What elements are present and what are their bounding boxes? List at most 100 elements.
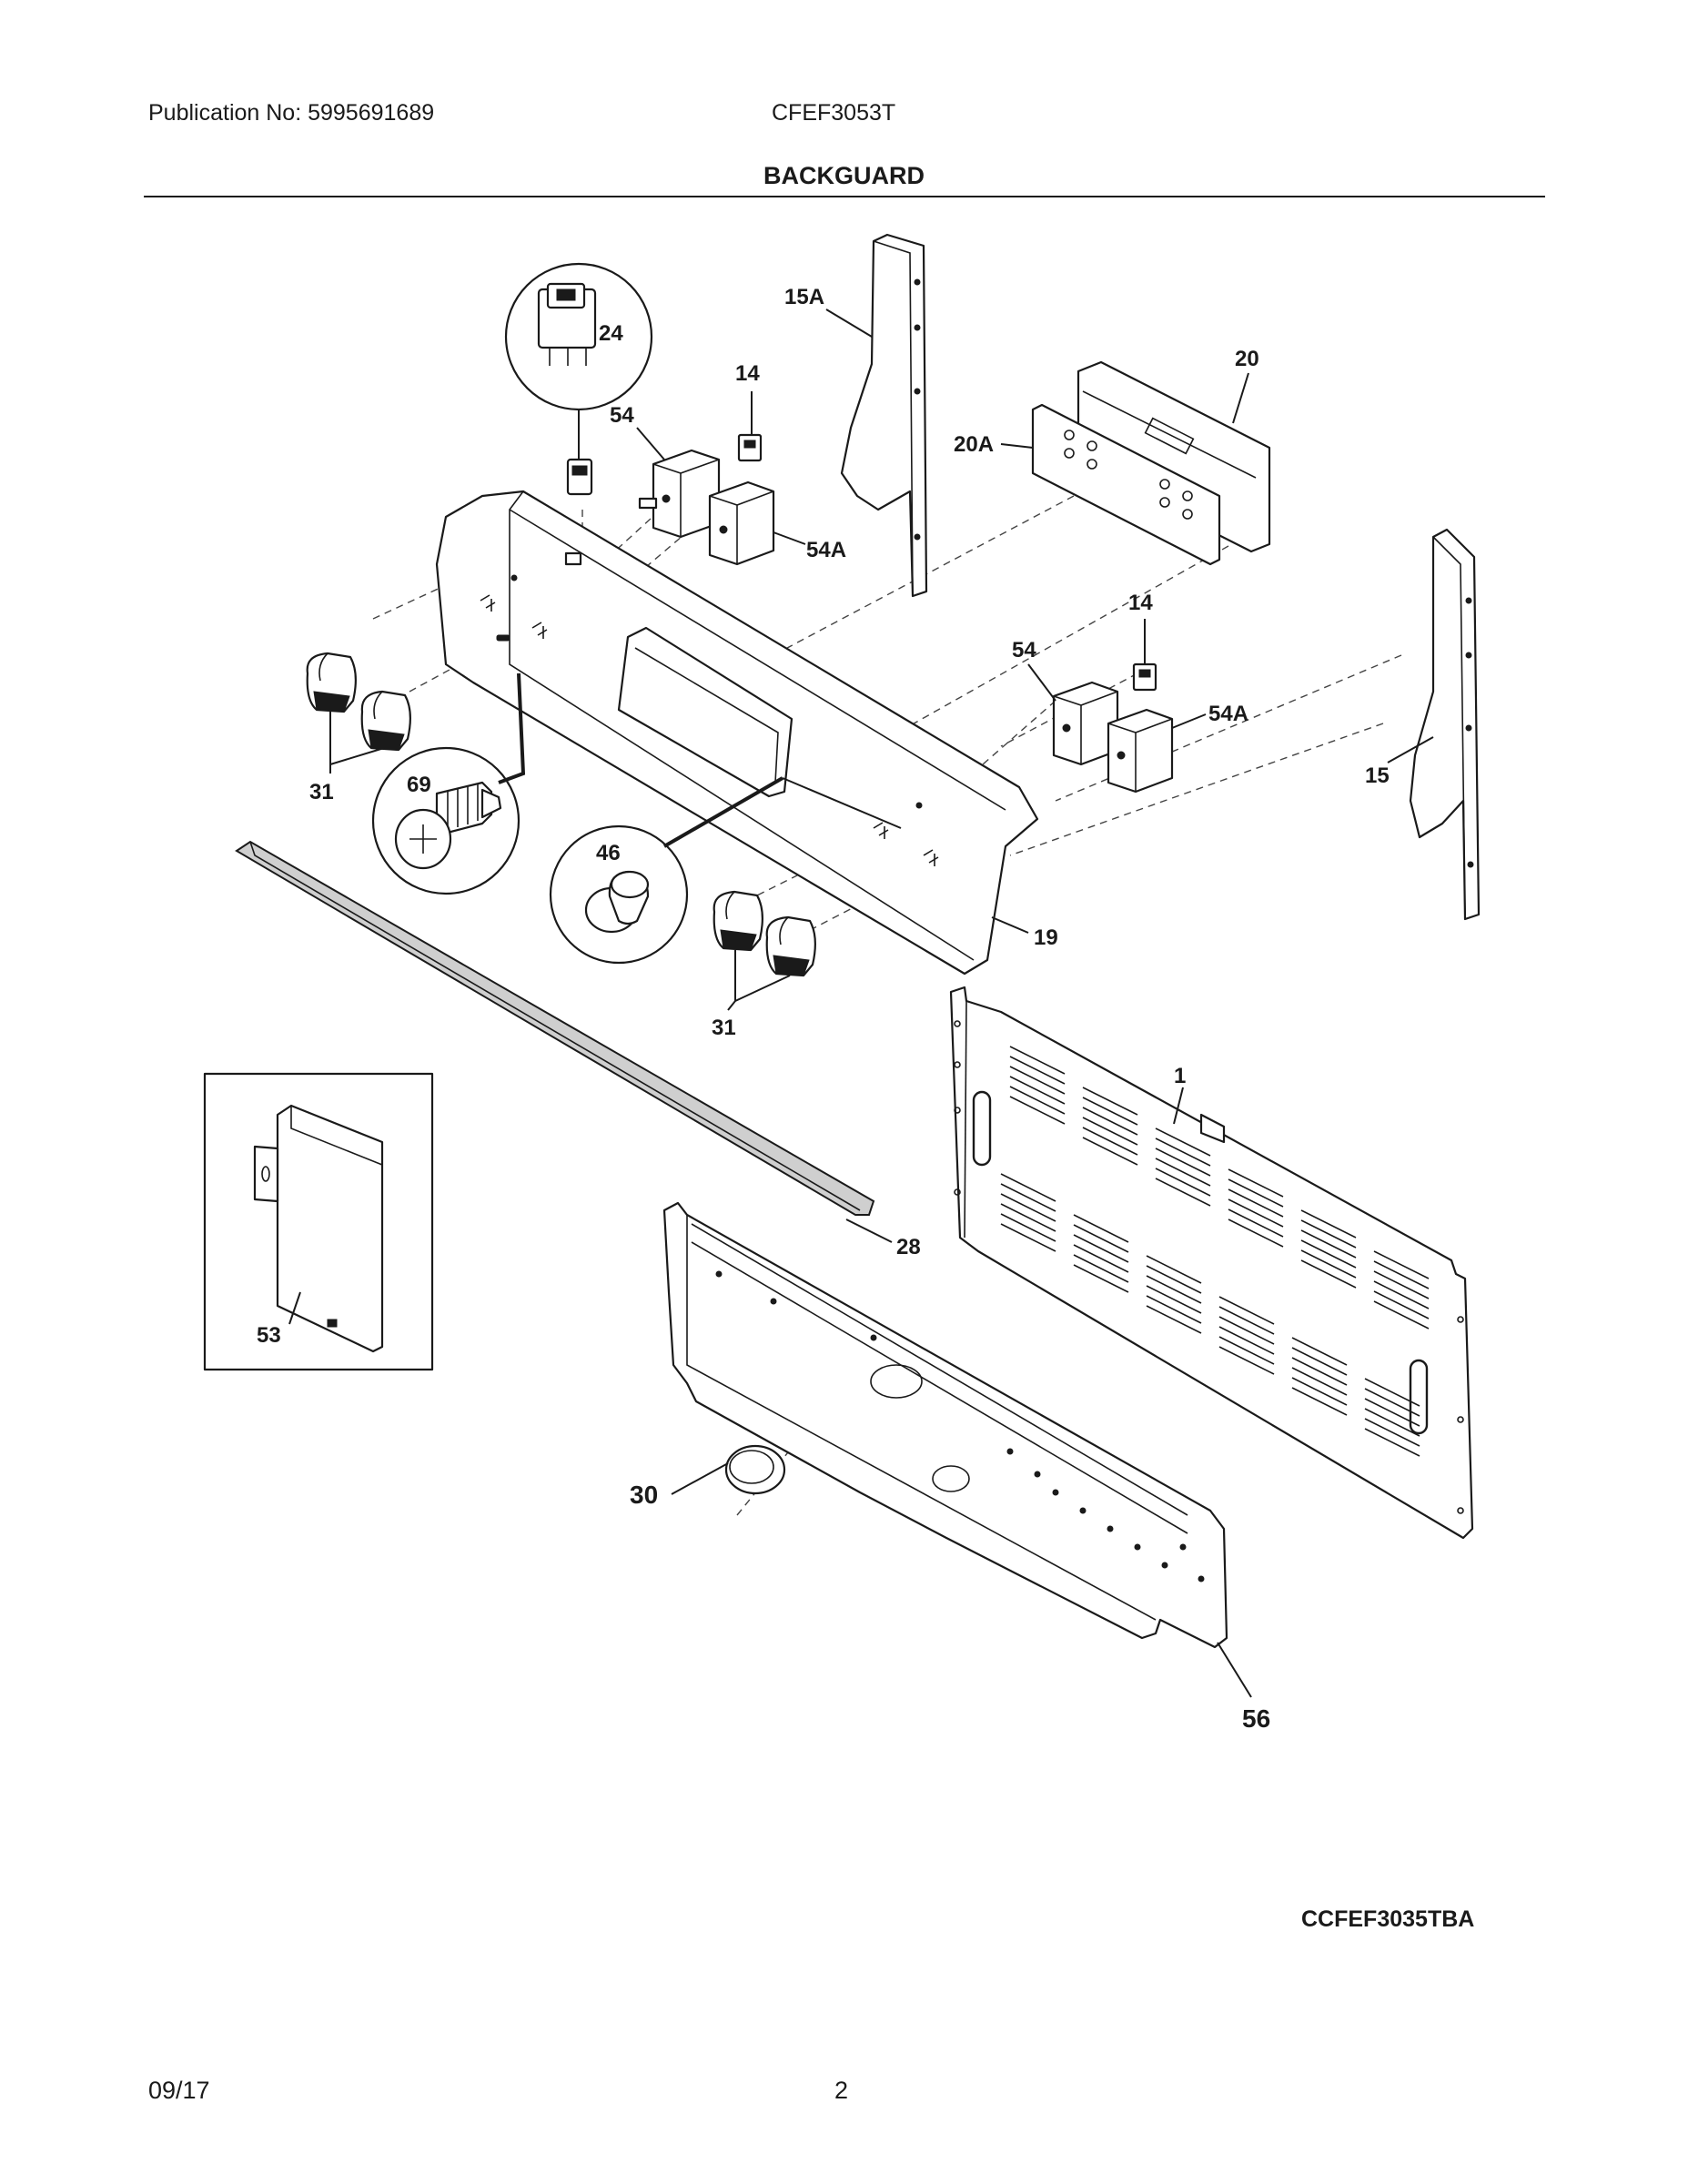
- vent-louvers: [1000, 1046, 1430, 1457]
- control-board-part-20: 20 20A: [954, 347, 1271, 566]
- louver-slot: [1073, 1264, 1129, 1293]
- callout-14-upper: 14: [735, 361, 760, 386]
- diagram-code: CCFEF3035TBA: [1301, 1906, 1475, 1932]
- page-number: 2: [834, 2077, 849, 2104]
- louver-slot: [1155, 1158, 1211, 1187]
- louver-slot: [1000, 1213, 1056, 1242]
- louver-slot: [1373, 1260, 1430, 1289]
- callout-54-lower: 54: [1012, 638, 1036, 662]
- louver-slot: [1155, 1138, 1211, 1167]
- louver-slot: [1373, 1270, 1430, 1299]
- louver-slot: [1009, 1046, 1066, 1075]
- louver-slot: [1073, 1214, 1129, 1243]
- louver-slot: [1373, 1280, 1430, 1309]
- callout-53: 53: [257, 1323, 281, 1348]
- callout-46: 46: [596, 841, 621, 865]
- footer-date: 09/17: [148, 2077, 210, 2104]
- backguard-panel-part-19: 19: [435, 490, 1058, 976]
- louver-slot: [1155, 1178, 1211, 1207]
- louver-slot: [1291, 1367, 1348, 1396]
- louver-slot: [1155, 1168, 1211, 1197]
- louver-slot: [1373, 1250, 1430, 1279]
- louver-slot: [1291, 1387, 1348, 1416]
- louver-slot: [1082, 1127, 1138, 1156]
- louver-slot: [1300, 1259, 1357, 1289]
- screw-part-69: 69: [371, 672, 526, 895]
- louver-slot: [1000, 1193, 1056, 1222]
- louver-slot: [1364, 1408, 1420, 1437]
- louver-slot: [1373, 1300, 1430, 1330]
- louver-slot: [1146, 1295, 1202, 1324]
- louver-slot: [1218, 1296, 1275, 1325]
- louver-slot: [1300, 1229, 1357, 1259]
- louver-slot: [1291, 1337, 1348, 1366]
- callout-19: 19: [1034, 925, 1058, 950]
- control-knobs-part-31-left: 31: [306, 652, 411, 804]
- louver-slot: [1082, 1137, 1138, 1166]
- callout-31-left: 31: [309, 780, 334, 804]
- control-knobs-part-31-right: 31: [712, 890, 816, 1040]
- panel-bracket-part-56: 56: [662, 1201, 1270, 1733]
- callout-54A-lower: 54A: [1208, 702, 1248, 726]
- louver-slot: [1228, 1178, 1284, 1208]
- callout-54-upper: 54: [610, 403, 634, 428]
- louver-slot: [1373, 1290, 1430, 1320]
- louver-slot: [1291, 1357, 1348, 1386]
- louver-slot: [1300, 1239, 1357, 1269]
- louver-slot: [1082, 1097, 1138, 1126]
- louver-slot: [1364, 1428, 1420, 1457]
- inset-part-53: 53: [203, 1072, 434, 1371]
- louver-slot: [1000, 1203, 1056, 1232]
- callout-69: 69: [407, 773, 431, 797]
- louver-slot: [1228, 1198, 1284, 1228]
- louver-slot: [1291, 1347, 1348, 1376]
- end-bracket-part-15: 15: [1365, 528, 1481, 921]
- rear-shield-part-1: 1: [949, 986, 1474, 1540]
- rocker-switch-part-24: 24: [504, 262, 653, 496]
- louver-slot: [1300, 1219, 1357, 1249]
- model-number: CFEF3053T: [772, 100, 896, 126]
- louver-slot: [1073, 1244, 1129, 1273]
- louver-slot: [1218, 1316, 1275, 1345]
- louver-slot: [1146, 1255, 1202, 1284]
- louver-slot: [1218, 1346, 1275, 1375]
- louver-slot: [1228, 1208, 1284, 1238]
- louver-slot: [1009, 1066, 1066, 1095]
- louver-slot: [1146, 1265, 1202, 1294]
- end-bracket-part-15A: 15A: [784, 233, 928, 598]
- trim-strip-part-28: 28: [235, 840, 921, 1259]
- infinite-switches-upper: 54 54A 14: [610, 361, 846, 566]
- callout-24: 24: [599, 321, 623, 346]
- louver-slot: [1218, 1306, 1275, 1335]
- button-part-46: 46: [549, 776, 902, 965]
- louver-slot: [1009, 1056, 1066, 1085]
- louver-slot: [1300, 1249, 1357, 1279]
- louver-slot: [1073, 1224, 1129, 1253]
- louver-slot: [1155, 1148, 1211, 1177]
- louver-slot: [1364, 1398, 1420, 1427]
- infinite-switches-lower: 54 54A 14: [1012, 591, 1248, 794]
- louver-slot: [1146, 1285, 1202, 1314]
- callout-15: 15: [1365, 763, 1390, 788]
- louver-slot: [1155, 1127, 1211, 1157]
- louver-slot: [1228, 1168, 1284, 1198]
- callout-30: 30: [630, 1481, 658, 1509]
- louver-slot: [1364, 1418, 1420, 1447]
- louver-slot: [1000, 1173, 1056, 1202]
- louver-slot: [1000, 1223, 1056, 1252]
- callout-56: 56: [1242, 1704, 1270, 1733]
- louver-slot: [1000, 1183, 1056, 1212]
- page-title: BACKGUARD: [763, 162, 925, 189]
- louver-slot: [1364, 1378, 1420, 1407]
- louver-slot: [1300, 1209, 1357, 1239]
- louver-slot: [1073, 1254, 1129, 1283]
- louver-slot: [1218, 1326, 1275, 1355]
- louver-slot: [1073, 1234, 1129, 1263]
- callout-1: 1: [1174, 1064, 1186, 1088]
- louver-slot: [1009, 1096, 1066, 1125]
- louver-slot: [1228, 1188, 1284, 1218]
- louver-slot: [1291, 1377, 1348, 1406]
- louver-slot: [1218, 1336, 1275, 1365]
- louver-slot: [1082, 1117, 1138, 1146]
- louver-slot: [1082, 1087, 1138, 1116]
